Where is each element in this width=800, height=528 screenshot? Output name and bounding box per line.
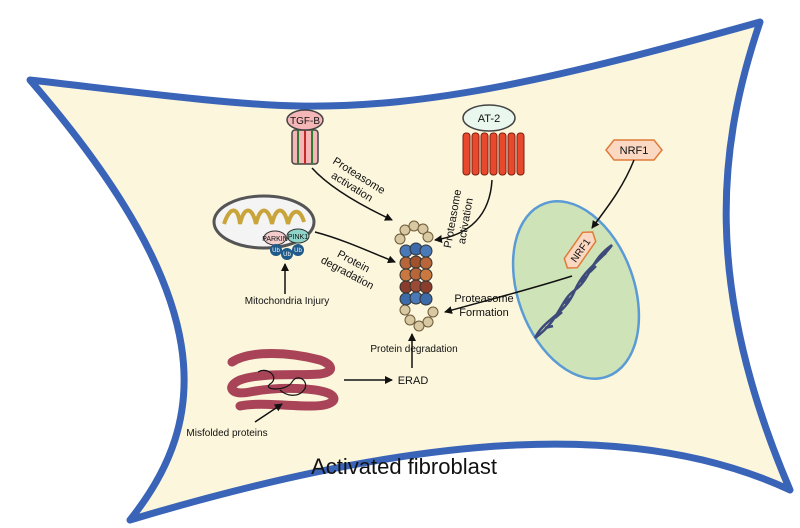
- arrow-tgf: [311, 167, 393, 221]
- ub-2-label: Ub: [283, 252, 291, 258]
- parkin-label: PARKIN: [262, 236, 288, 243]
- nrf1-box: NRF1: [605, 139, 663, 161]
- ub-2: [281, 248, 293, 260]
- arrow-mito: [314, 231, 396, 264]
- misfolded-protein: [227, 349, 339, 411]
- nrf1-arrow-line2: Formation: [459, 307, 509, 319]
- cell-title: Activated fibroblast: [311, 454, 497, 479]
- misfolded-label: Misfolded proteins: [186, 428, 267, 439]
- proteasome: [394, 220, 439, 332]
- arrow-misfolded: [254, 403, 283, 423]
- at-2-label: AT-2: [478, 113, 500, 125]
- tgf-b-receptor: TGF-B: [286, 109, 324, 165]
- at-2-receptor: AT-2: [462, 104, 525, 176]
- erad-label: ERAD: [398, 375, 429, 387]
- ub-3-label: Ub: [294, 248, 302, 254]
- arrow-nrf1: [591, 159, 635, 229]
- arrow-at2: [434, 179, 493, 243]
- arrow-nrf1-proteasome: [444, 275, 573, 314]
- nrf1-arrow-line1: Proteasome: [454, 293, 513, 305]
- ub-1: [270, 244, 282, 256]
- pink1-label: PINK1: [288, 234, 308, 241]
- mito-injury-label: Mitochondria Injury: [245, 296, 329, 307]
- erad-up-label: Protein degradation: [370, 344, 457, 355]
- mitochondrion: PARKIN PINK1 Ub Ub Ub: [212, 194, 316, 260]
- tgf-b-label: TGF-B: [290, 116, 320, 127]
- ub-3: [292, 244, 304, 256]
- nrf1-label: NRF1: [620, 145, 649, 157]
- ub-1-label: Ub: [272, 248, 280, 254]
- dna-helix: [533, 243, 614, 340]
